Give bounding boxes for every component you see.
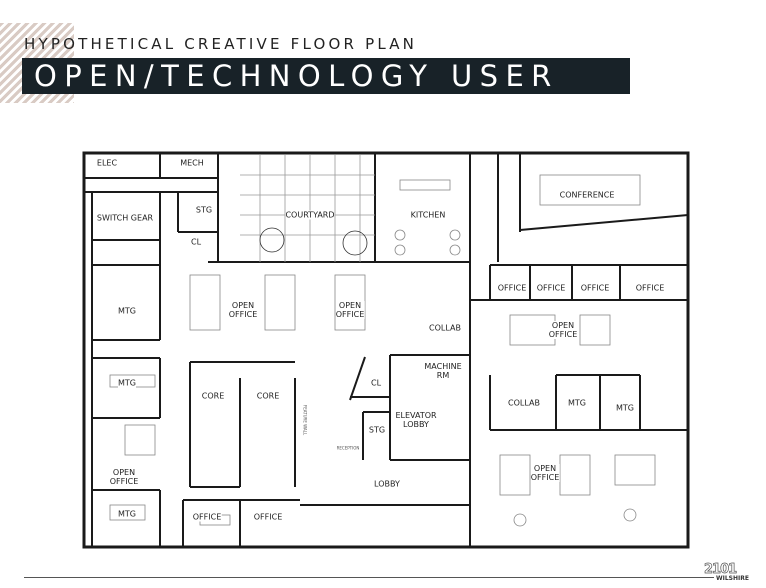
room-core: CORE <box>256 391 280 401</box>
room-mtg: MTG <box>118 306 136 316</box>
title-bar <box>22 58 630 94</box>
room-switch-gear: SWITCH GEAR <box>96 213 154 223</box>
exterior-walls <box>82 151 690 549</box>
courtyard-grid <box>240 155 375 262</box>
room-stg: STG <box>368 425 386 435</box>
room-office: OFFICE <box>497 283 527 293</box>
room-office: OFFICE <box>192 512 222 522</box>
footer-rule <box>24 577 714 578</box>
room-mech: MECH <box>180 158 204 168</box>
room-mtg: MTG <box>118 509 136 519</box>
room-open-office: OPEN OFFICE <box>335 301 365 319</box>
room-open-office: OPEN OFFICE <box>530 464 560 482</box>
room-machine-rm: MACHINE RM <box>424 362 462 380</box>
room-mtg: MTG <box>616 403 634 413</box>
room-office: OFFICE <box>253 512 283 522</box>
room-elec: ELEC <box>96 158 118 168</box>
page-title: OPEN/TECHNOLOGY USER <box>34 59 559 93</box>
room-elevator-lobby: ELEVATOR LOBBY <box>395 411 437 429</box>
room-open-office: OPEN OFFICE <box>109 468 139 486</box>
room-kitchen: KITCHEN <box>410 210 446 220</box>
room-office: OFFICE <box>635 283 665 293</box>
subtitle: HYPOTHETICAL CREATIVE FLOOR PLAN <box>24 35 418 53</box>
room-open-office: OPEN OFFICE <box>228 301 258 319</box>
feature-wall-label: FEATURE WALL <box>302 404 308 436</box>
furniture <box>109 174 656 527</box>
room-collab: COLLAB <box>429 323 461 333</box>
reception-label: RECEPTION <box>336 445 360 451</box>
room-conference: CONFERENCE <box>559 190 615 200</box>
room-courtyard: COURTYARD <box>285 210 335 220</box>
room-collab: COLLAB <box>508 398 540 408</box>
interior-walls <box>84 153 689 548</box>
logo-number: 2101 <box>704 562 738 578</box>
room-lobby: LOBBY <box>374 479 400 489</box>
room-cl: CL <box>190 237 202 247</box>
room-office: OFFICE <box>580 283 610 293</box>
room-stg: STG <box>195 205 213 215</box>
room-office: OFFICE <box>536 283 566 293</box>
room-open-office: OPEN OFFICE <box>548 321 578 339</box>
room-mtg: MTG <box>568 398 586 408</box>
room-core: CORE <box>201 391 225 401</box>
room-mtg: MTG <box>118 378 136 388</box>
room-cl: CL <box>370 378 382 388</box>
logo-name: WILSHIRE <box>716 575 749 582</box>
